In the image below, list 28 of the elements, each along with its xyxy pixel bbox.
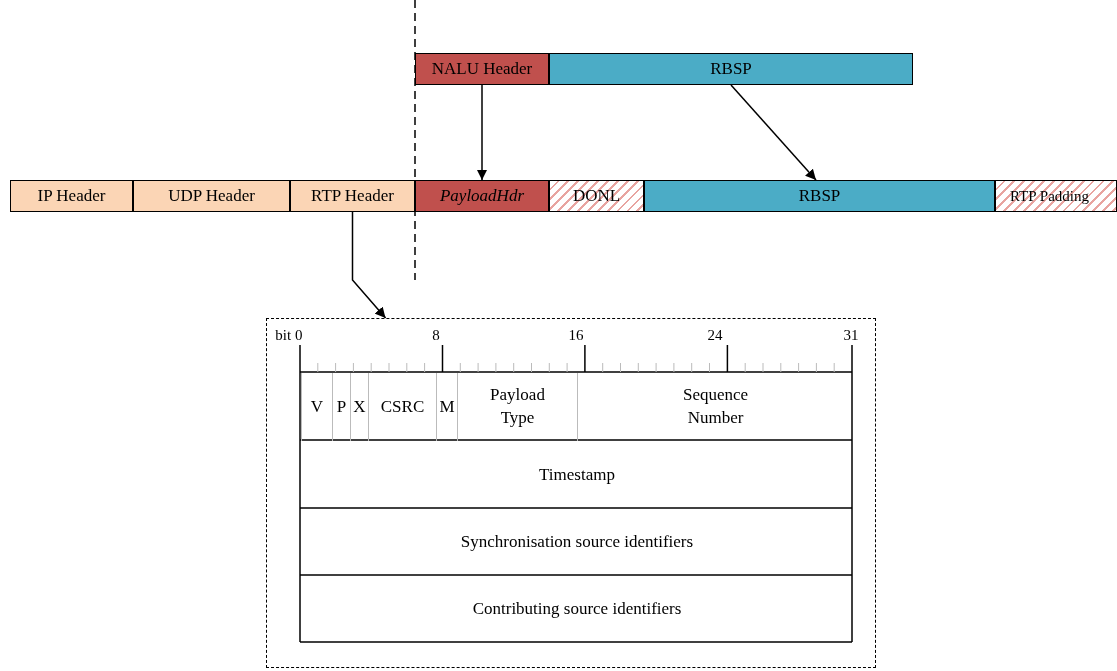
header-field: Synchronisation source identifiers [301,509,853,576]
bit-number: 16 [568,326,584,345]
header-field: V [301,373,332,441]
header-segment: UDP Header [133,180,290,212]
payload-segment: RBSP [549,53,913,85]
header-segment: IP Header [10,180,133,212]
header-field: Contributing source identifiers [301,576,853,643]
header-field: Timestamp [301,441,853,509]
arrow [476,84,488,181]
arrow [351,211,387,319]
header-field: Sequence Number [577,373,853,441]
dashed-detail-box [266,318,876,668]
hatched-segment: RTP Padding [995,180,1117,212]
header-field: P [332,373,350,441]
header-field: CSRC [368,373,436,441]
bit-number: 24 [707,326,723,345]
header-segment: NALU Header [415,53,549,85]
payload-segment: RBSP [644,180,995,212]
arrow [730,84,817,181]
bit-number: bit 0 [275,326,303,345]
hatched-segment: DONL [549,180,644,212]
bit-number: 31 [843,326,859,345]
header-segment: RTP Header [290,180,415,212]
header-field: Payload Type [457,373,577,441]
header-segment: PayloadHdr [415,180,549,212]
header-field: M [436,373,457,441]
bit-number: 8 [432,326,440,345]
header-field: X [350,373,368,441]
